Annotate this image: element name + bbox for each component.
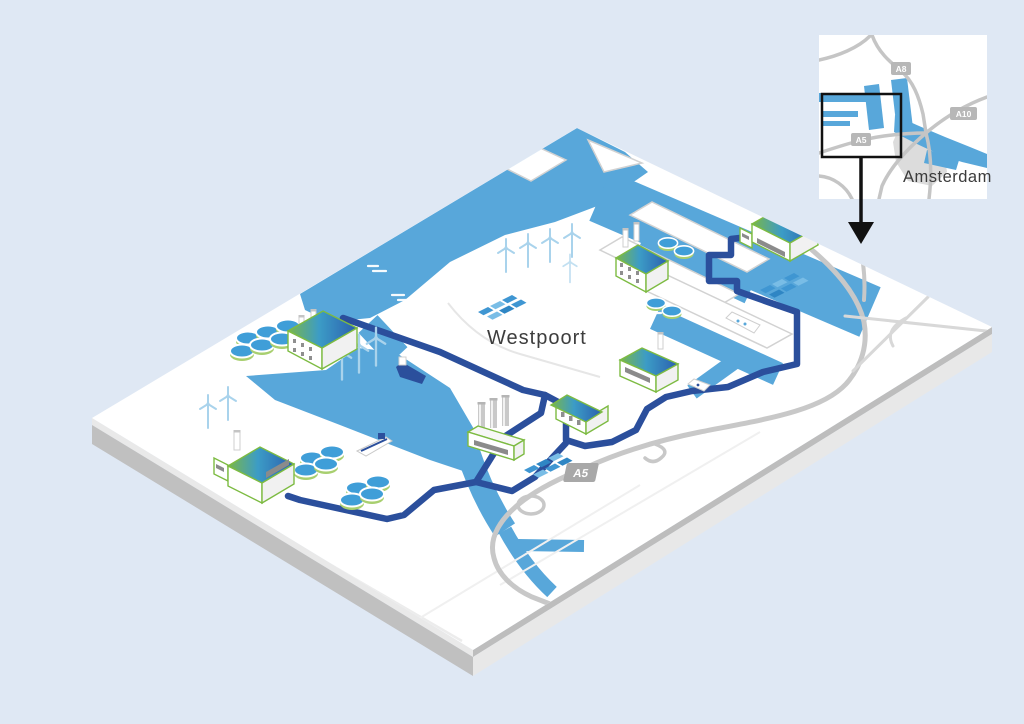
factory <box>614 222 670 294</box>
inset-city-area <box>893 126 947 186</box>
ship <box>687 378 711 392</box>
inset-a8-badge-label: A8 <box>896 64 907 74</box>
factory <box>618 332 680 394</box>
inset-a5-badge: A5 <box>851 133 871 146</box>
region-label: Westpoort <box>487 327 587 349</box>
factory <box>213 430 296 505</box>
ship <box>355 433 393 457</box>
house <box>549 394 609 436</box>
highway-loop-ramp <box>516 494 546 516</box>
pier <box>586 138 645 173</box>
tile-bevel-southeast <box>473 327 992 657</box>
inset-map: A8 A10 A5 Amsterdam <box>819 35 992 244</box>
factory <box>286 309 359 371</box>
route-east-branch <box>541 232 801 450</box>
a5-road-badge: A5 <box>563 463 599 482</box>
inset-pointer-arrow <box>848 157 874 244</box>
route-south-link <box>472 439 570 495</box>
highways <box>490 228 988 607</box>
highway-ramp <box>643 442 667 464</box>
tile-side-southeast <box>473 334 992 676</box>
a5-road-badge-label: A5 <box>572 467 590 480</box>
ship <box>396 356 426 384</box>
map-tile-sides <box>92 327 992 676</box>
inset-a10-badge-label: A10 <box>956 109 972 119</box>
a5-highway <box>490 247 868 607</box>
tile-side-southwest <box>92 425 473 676</box>
amsterdam-label: Amsterdam <box>903 168 992 186</box>
ship <box>725 311 761 334</box>
north-harbor-basin <box>300 128 648 322</box>
factory <box>466 395 526 462</box>
tile-bevel-southwest <box>92 418 473 657</box>
inset-a8-badge: A8 <box>891 62 911 75</box>
route-west-branch <box>284 314 549 523</box>
inset-a5-badge-label: A5 <box>856 135 867 145</box>
inset-a10-badge: A10 <box>950 107 977 120</box>
route-network <box>284 232 801 523</box>
